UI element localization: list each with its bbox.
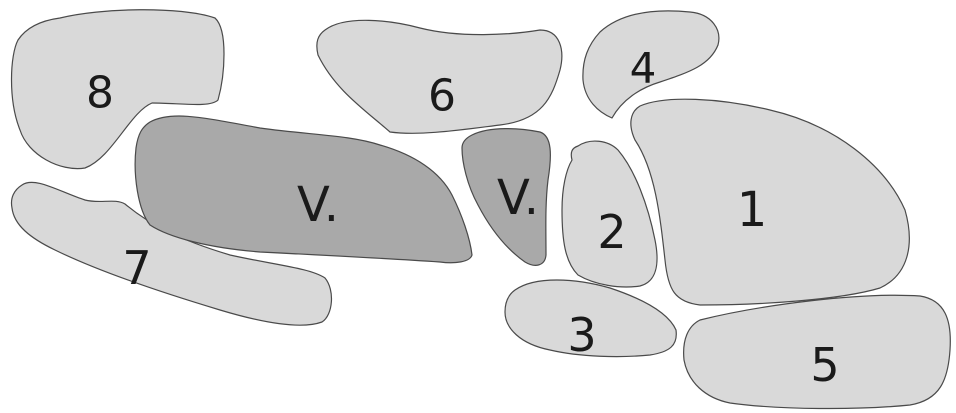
region-v-small-label: V.: [497, 170, 539, 226]
region-v-large-label: V.: [297, 177, 339, 233]
region-1-label: 1: [737, 182, 768, 238]
region-2-label: 2: [597, 205, 626, 259]
region-1-shape: [631, 99, 909, 305]
region-8-label: 8: [86, 68, 114, 119]
region-3-label: 3: [567, 308, 596, 362]
region-4-label: 4: [630, 44, 657, 93]
region-7-label: 7: [122, 241, 151, 295]
region-6-label: 6: [428, 71, 456, 122]
region-5-label: 5: [810, 338, 839, 392]
